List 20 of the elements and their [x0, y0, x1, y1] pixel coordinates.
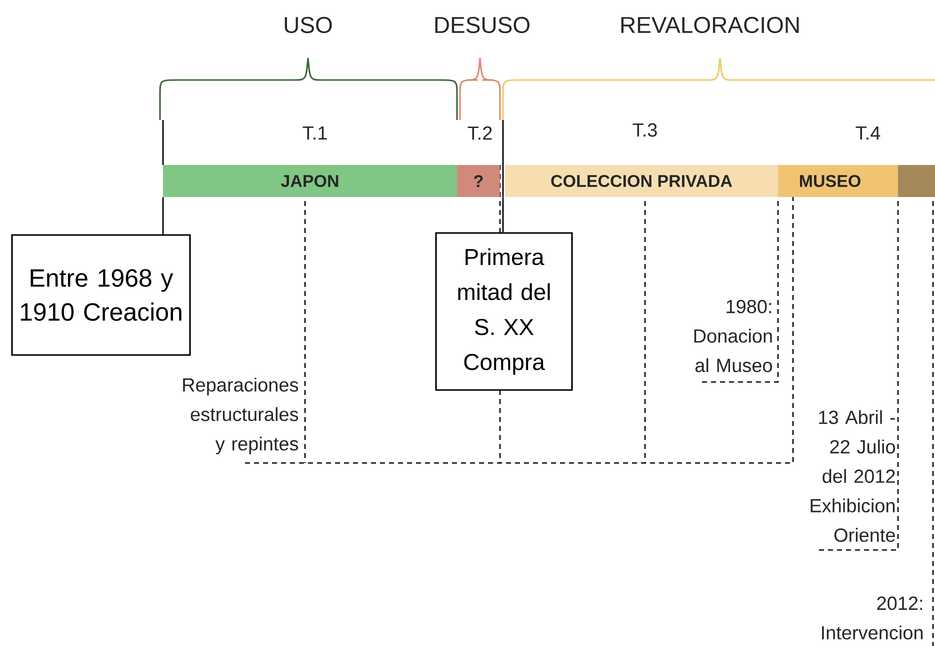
period-heading: USO — [284, 16, 332, 34]
event-note: Reparaciones estructurales y repintes — [183, 378, 298, 454]
event-box: Entre 1968 y 1910 Creacion — [11, 234, 191, 356]
event-note: 2012: Intervencion — [822, 596, 923, 640]
connector-line — [502, 197, 504, 232]
period-heading: DESUSO — [435, 16, 530, 34]
stage-label: T.4 — [856, 126, 880, 140]
timeline-segment: COLECCION PRIVADA — [505, 165, 778, 197]
stage-label: T.2 — [468, 126, 492, 140]
timeline-segment — [898, 165, 935, 197]
timeline-segment: ? — [457, 165, 500, 197]
event-box: Primera mitad del S. XX Compra — [435, 232, 573, 391]
timeline-segment: MUSEO — [778, 165, 898, 197]
event-note: 13 Abril - 22 Julio del 2012 Exhibicion Oriente — [810, 410, 895, 542]
timeline-segment: JAPON — [163, 165, 457, 197]
connector-line — [162, 197, 164, 234]
stage-label: T.1 — [302, 126, 327, 140]
stage-label: T.3 — [632, 123, 657, 137]
period-heading: REVALORACION — [621, 16, 799, 34]
event-note: 1980: Donacion al Museo — [694, 300, 772, 372]
